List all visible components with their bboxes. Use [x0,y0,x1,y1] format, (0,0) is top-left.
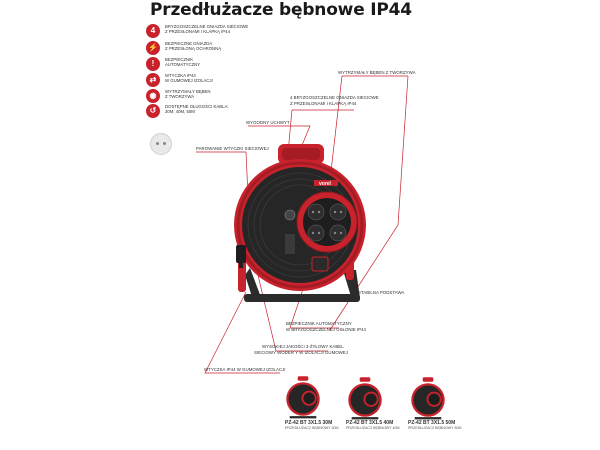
feature-text: Z PRZESŁONĄ OCHRONNĄ [165,46,222,52]
product-model: PZ-42 BT 3X1.5 30M [285,420,333,426]
feature-text: Z PRZESŁONAMI I KLAPKĄ IP44 [165,29,230,35]
callout-holder: PAROWANIE WTYCZKI SIECIOWEJ [196,146,269,151]
product-thumb-1 [286,376,320,419]
callout-fuse: BEZPIECZNIK AUTOMATYCZNY [286,321,352,326]
product-thumb-2 [348,377,382,420]
feature-text: W GUMOWEJ IZOLACJI [165,78,213,84]
plug [236,245,246,268]
product-caption: PRZEDŁUŻACZ BĘBNOWY 50M [408,426,462,430]
page-title: Przedłużacze bębnowe IP44 [150,0,412,20]
product-model: PZ-42 BT 3X1.5 50M [408,420,456,426]
product-caption: PRZEDŁUŻACZ BĘBNOWY 30M [285,426,339,430]
socket-preview-icon [150,133,172,155]
feature-item: ↺ DOSTĘPNE DŁUGOŚCI KABLA:30m, 40m, 50m [146,104,229,118]
fuse-icon: ! [146,57,160,71]
product-thumb-3 [411,377,445,420]
callout-sockets-2: Z PRZESŁONAMI I KLAPKĄ IP44 [290,101,357,106]
feature-text: DOSTĘPNE DŁUGOŚCI KABLA: [165,104,229,109]
feature-text: BRYZGOSZCZELNE GNIAZDA SIECIOWE [165,24,249,29]
brand-label: vorel [319,181,332,187]
product-caption: PRZEDŁUŻACZ BĘBNOWY 40M [346,426,400,430]
drum-icon: ◉ [146,89,160,103]
feature-text: AUTOMATYCZNY [165,62,201,68]
callout-cable-2: SIECIOWY WODER Y W IZOLACJI GUMOWEJ [254,350,348,355]
callout-base: STABILNA PODSTAWA [358,290,405,295]
feature-text: BEZPIECZNE GNIAZDA [165,41,213,46]
feature-text: 30m, 40m, 50m [165,109,195,115]
reel-drum [234,159,366,291]
callout-fuse-2: W BRYZGOSZCZELNEJ OSŁONIE IP44 [286,327,366,332]
feature-text: WTYCZKA IP44 [165,73,196,78]
feature-text: BEZPIECZNIK [165,57,194,62]
callout-handle: WYGODNY UCHWYT [246,120,290,125]
cable-length-icon: ↺ [146,104,160,118]
product-model: PZ-42 BT 3X1.5 40M [346,420,394,426]
callout-sockets: 4 BRYZGOSZCZELNE GNIAZDA SIECIOWE [290,95,379,100]
callout-cable: WYSOKIEJ JAKOŚCI 3-ŻYŁOWY KABEL [262,344,344,349]
product-card: PZ-42 BT 3X1.5 50M PRZEDŁUŻACZ BĘBNOWY 5… [408,420,478,431]
feature-text: WYTRZYMAŁY BĘBEN [165,89,211,94]
callout-drum: WYTRZYMAŁY BĘBEN Z TWORZYWA [338,70,416,75]
feature-text: Z TWORZYWA [165,94,195,100]
product-card: PZ-42 BT 3X1.5 30M PRZEDŁUŻACZ BĘBNOWY 3… [285,420,355,431]
plug-icon: ⇄ [146,73,160,87]
four-sockets-icon: 4 [146,24,160,38]
product-card: PZ-42 BT 3X1.5 40M PRZEDŁUŻACZ BĘBNOWY 4… [346,420,416,431]
socket-protection-icon: ⚡ [146,41,160,55]
callout-plug: WTYCZKA IP44 W GUMOWEJ IZOLACJI [204,367,286,372]
